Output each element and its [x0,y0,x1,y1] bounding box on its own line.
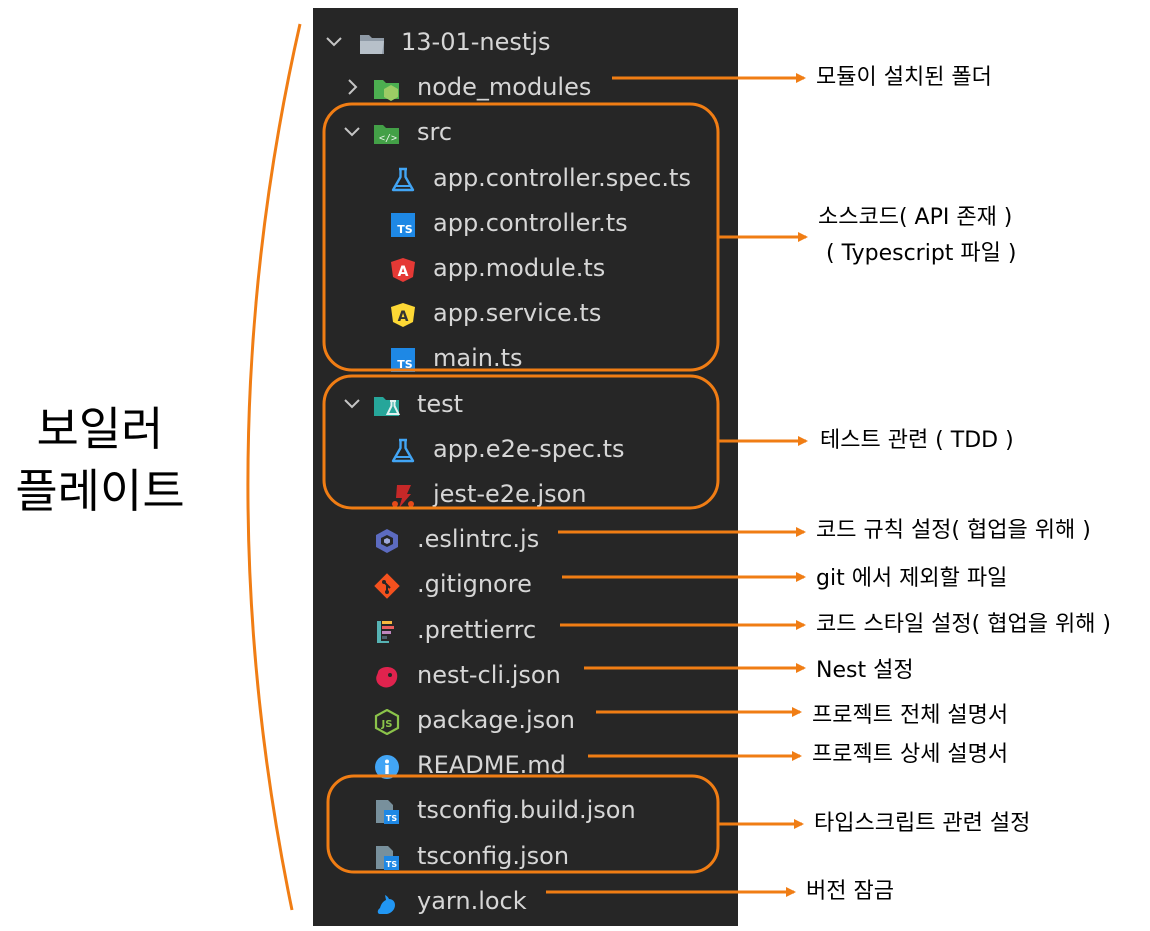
eslint-icon [373,526,401,554]
svg-text:A: A [398,264,409,280]
explorer-item-label: README.md [417,751,566,780]
annotation-gitignore: git 에서 제외할 파일 [816,566,1008,591]
annotation-prettier: 코드 스타일 설정( 협업을 위해 ) [816,612,1112,637]
explorer-item-label: main.ts [433,344,523,373]
svg-text:JS: JS [381,719,393,730]
explorer-item[interactable]: TS tsconfig.build.json [313,790,738,830]
nodejs-folder-icon [373,74,401,102]
typescript-icon: TS [389,345,417,373]
explorer-item-label: node_modules [417,73,592,102]
explorer-item-label: package.json [417,706,576,734]
nodejs-icon: JS [373,707,401,736]
tsconfig-icon: TS [373,797,401,825]
explorer-item[interactable]: README.md [313,745,738,785]
explorer-item[interactable]: 13-01-nestjs [313,22,738,62]
test-flask-icon [389,165,417,191]
explorer-item-label: app.controller.ts [433,208,628,237]
explorer-item[interactable]: .gitignore [313,564,738,604]
test-folder-icon [373,391,401,417]
file-explorer: 13-01-nestjs node_modules </> src app.contro… [313,8,738,926]
annotation-src-line-1: 소스코드( API 존재 ) [818,205,1013,230]
explorer-item[interactable]: yarn.lock [313,881,738,921]
chevron-down-icon[interactable] [341,384,363,424]
explorer-item[interactable]: test [313,384,738,424]
angular-red-icon: A [389,255,417,282]
explorer-item[interactable]: TS tsconfig.json [313,836,738,876]
explorer-item[interactable]: TS app.controller.ts [313,203,738,243]
yarn-icon [373,888,401,914]
boilerplate-line-2: 플레이트 [15,464,185,518]
folder-open-icon [358,29,386,55]
explorer-item-label: app.controller.spec.ts [433,163,691,192]
annotation-tsconfig: 타입스크립트 관련 설정 [814,811,1031,836]
annotation-yarn: 버전 잠금 [806,879,894,904]
explorer-item[interactable]: app.e2e-spec.ts [313,429,738,469]
explorer-item[interactable]: </> src [313,112,738,152]
chevron-down-icon[interactable] [341,112,363,152]
nestjs-icon [373,662,401,688]
explorer-item[interactable]: nest-cli.json [313,655,738,695]
boilerplate-brace [246,23,302,911]
svg-text:TS: TS [386,814,397,823]
annotation-readme: 프로젝트 상세 설명서 [812,742,1009,767]
source-folder-icon: </> [373,119,401,145]
prettier-icon [373,617,401,643]
explorer-item[interactable]: node_modules [313,67,738,107]
test-flask-icon [389,436,417,462]
git-icon [373,571,401,600]
svg-text:TS: TS [397,358,413,371]
annotation-package: 프로젝트 전체 설명서 [812,703,1009,728]
explorer-item-label: jest-e2e.json [433,480,587,508]
boilerplate-line-1: 보일러 [36,402,164,456]
explorer-item-label: app.service.ts [433,299,602,328]
typescript-icon: TS [389,210,417,237]
explorer-item[interactable]: app.controller.spec.ts [313,158,738,198]
svg-text:TS: TS [386,860,397,869]
explorer-item-label: app.module.ts [433,254,606,282]
info-icon [373,752,401,780]
svg-text:</>: </> [379,133,397,144]
svg-text:TS: TS [397,223,413,236]
explorer-item[interactable]: TS main.ts [313,338,738,378]
explorer-item-label: app.e2e-spec.ts [433,434,625,463]
explorer-item-label: tsconfig.build.json [417,796,636,825]
explorer-item[interactable]: .eslintrc.js [313,519,738,559]
explorer-item-label: .prettierrc [417,615,537,644]
chevron-down-icon[interactable] [323,22,345,62]
chevron-right-icon[interactable] [341,67,363,107]
angular-yellow-icon: A [389,300,417,328]
explorer-item-label: .eslintrc.js [417,525,540,554]
annotation-node-modules: 모듈이 설치된 폴더 [816,65,992,90]
explorer-item-label: yarn.lock [417,886,527,915]
annotation-eslint: 코드 규칙 설정( 협업을 위해 ) [816,518,1091,543]
explorer-item[interactable]: jest-e2e.json [313,474,738,514]
jest-icon [389,481,417,508]
annotation-nest-cli: Nest 설정 [816,658,914,683]
explorer-item-label: src [417,118,453,147]
boilerplate-label: 보일러 플레이트 [0,398,200,522]
annotation-src-line-2: ( Typescript 파일 ) [826,241,1017,266]
explorer-item[interactable]: .prettierrc [313,610,738,650]
explorer-item-label: nest-cli.json [417,660,561,689]
explorer-item-label: tsconfig.json [417,841,570,870]
svg-text:A: A [398,309,409,325]
explorer-item[interactable]: JS package.json [313,700,738,740]
annotation-test: 테스트 관련 ( TDD ) [820,428,1014,453]
explorer-item-label: test [417,389,464,418]
explorer-item-label: 13-01-nestjs [401,28,551,56]
tsconfig-icon: TS [373,843,401,870]
explorer-item-label: .gitignore [417,570,532,599]
